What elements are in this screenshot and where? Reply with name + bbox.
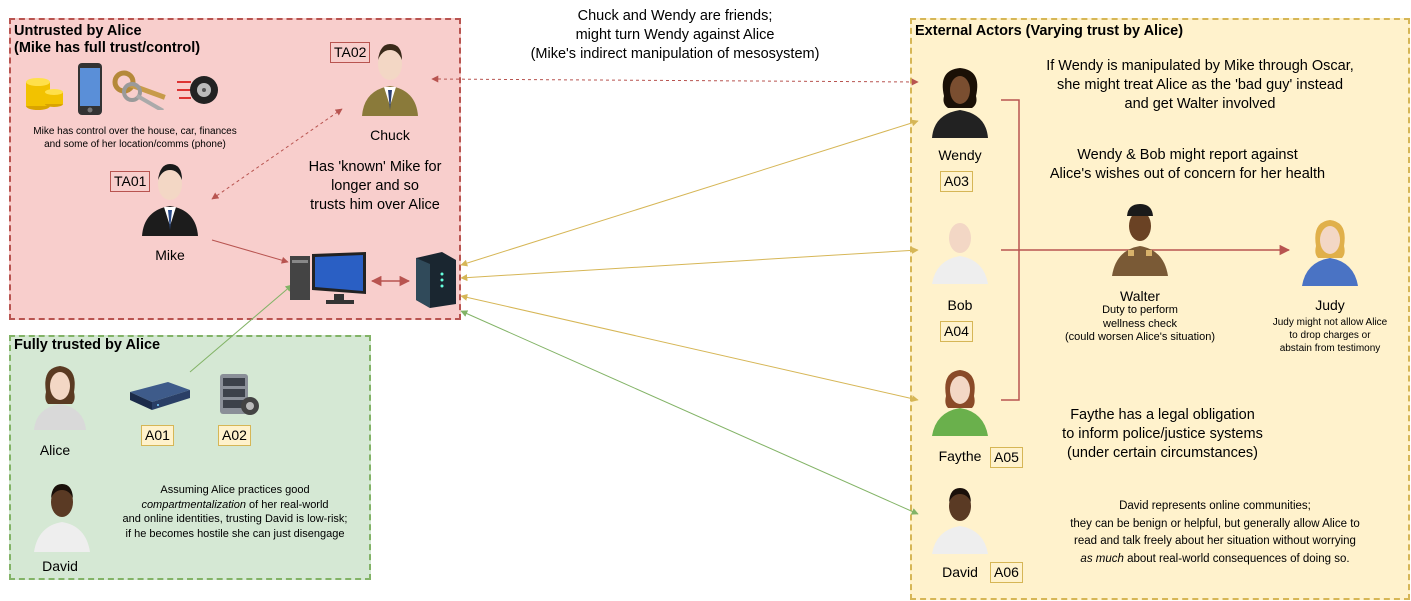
david-label: David: [42, 558, 78, 574]
bob-label: Bob: [947, 297, 973, 313]
a04-tag: A04: [940, 321, 973, 342]
external-zone-title: External Actors (Varying trust by Alice): [915, 23, 1184, 39]
judy-avatar: [1302, 220, 1358, 286]
walter-label: Walter: [1120, 288, 1160, 304]
mike-chuck-link: [211, 108, 343, 200]
wendy-avatar: [932, 68, 988, 138]
ta01-tag: TA01: [110, 171, 151, 192]
walter-duty-note: Duty to perform wellness check (could wo…: [1064, 304, 1216, 343]
david-online-communities-note: David represents online communities; the…: [1070, 500, 1360, 565]
faythe-obligation-note: Faythe has a legal obligation to inform …: [1062, 407, 1263, 461]
wendy-label: Wendy: [938, 147, 982, 163]
wendy-bob-report-note: Wendy & Bob might report against Alice's…: [1049, 147, 1326, 182]
mike-to-computer-arrow: [211, 239, 289, 264]
wendy-modem-link: [460, 119, 919, 267]
a05-tag: A05: [990, 447, 1023, 468]
modem-icon: [416, 252, 456, 308]
chuck-trust-note: Has 'known' Mike for longer and so trust…: [308, 159, 442, 213]
mike-label: Mike: [155, 247, 185, 263]
keys-icon: [112, 70, 166, 110]
judy-note: Judy might not allow Alice to drop charg…: [1272, 317, 1388, 354]
trusted-zone-title: Fully trusted by Alice: [14, 337, 161, 353]
bob-modem-link: [460, 246, 919, 282]
chuck-label: Chuck: [370, 127, 410, 143]
friends-note: Chuck and Wendy are friends; might turn …: [530, 8, 820, 62]
hard-drive-icon: [220, 374, 259, 415]
mike-control-note: Mike has control over the house, car, fi…: [33, 126, 237, 150]
a03-tag: A03: [940, 171, 973, 192]
a02-tag: A02: [218, 425, 251, 446]
david-modem-link: [460, 310, 919, 515]
judy-label: Judy: [1315, 297, 1345, 313]
a01-tag: A01: [141, 425, 174, 446]
a01-to-computer-arrow: [189, 284, 293, 373]
david-external-avatar: [932, 488, 988, 554]
mike-avatar: [142, 164, 198, 236]
desktop-computer-icon: [290, 252, 366, 304]
ta02-tag: TA02: [330, 42, 371, 63]
gold-coins-icon: [26, 78, 63, 110]
smartphone-icon: [78, 63, 102, 115]
chuck-avatar: [362, 44, 418, 116]
walter-avatar: [1112, 204, 1168, 276]
external-actors-zone: [910, 18, 1410, 600]
network-switch-icon: [130, 382, 190, 410]
bob-avatar: [932, 223, 988, 284]
david-external-label: David: [942, 564, 978, 580]
compartmentalization-note: Assuming Alice practices good compartmen…: [122, 484, 348, 540]
faythe-label: Faythe: [938, 448, 982, 464]
a06-tag: A06: [990, 562, 1023, 583]
alice-avatar: [34, 366, 86, 430]
untrusted-zone-title: Untrusted by Alice (Mike has full trust/…: [14, 23, 201, 56]
faythe-avatar: [932, 370, 988, 436]
wendy-manipulation-note: If Wendy is manipulated by Mike through …: [1046, 58, 1354, 112]
faythe-modem-link: [460, 293, 919, 403]
david-avatar: [34, 484, 90, 552]
alice-label: Alice: [39, 442, 71, 458]
chuck-wendy-friend-link: [431, 75, 919, 86]
car-wheel-icon: [177, 76, 218, 104]
